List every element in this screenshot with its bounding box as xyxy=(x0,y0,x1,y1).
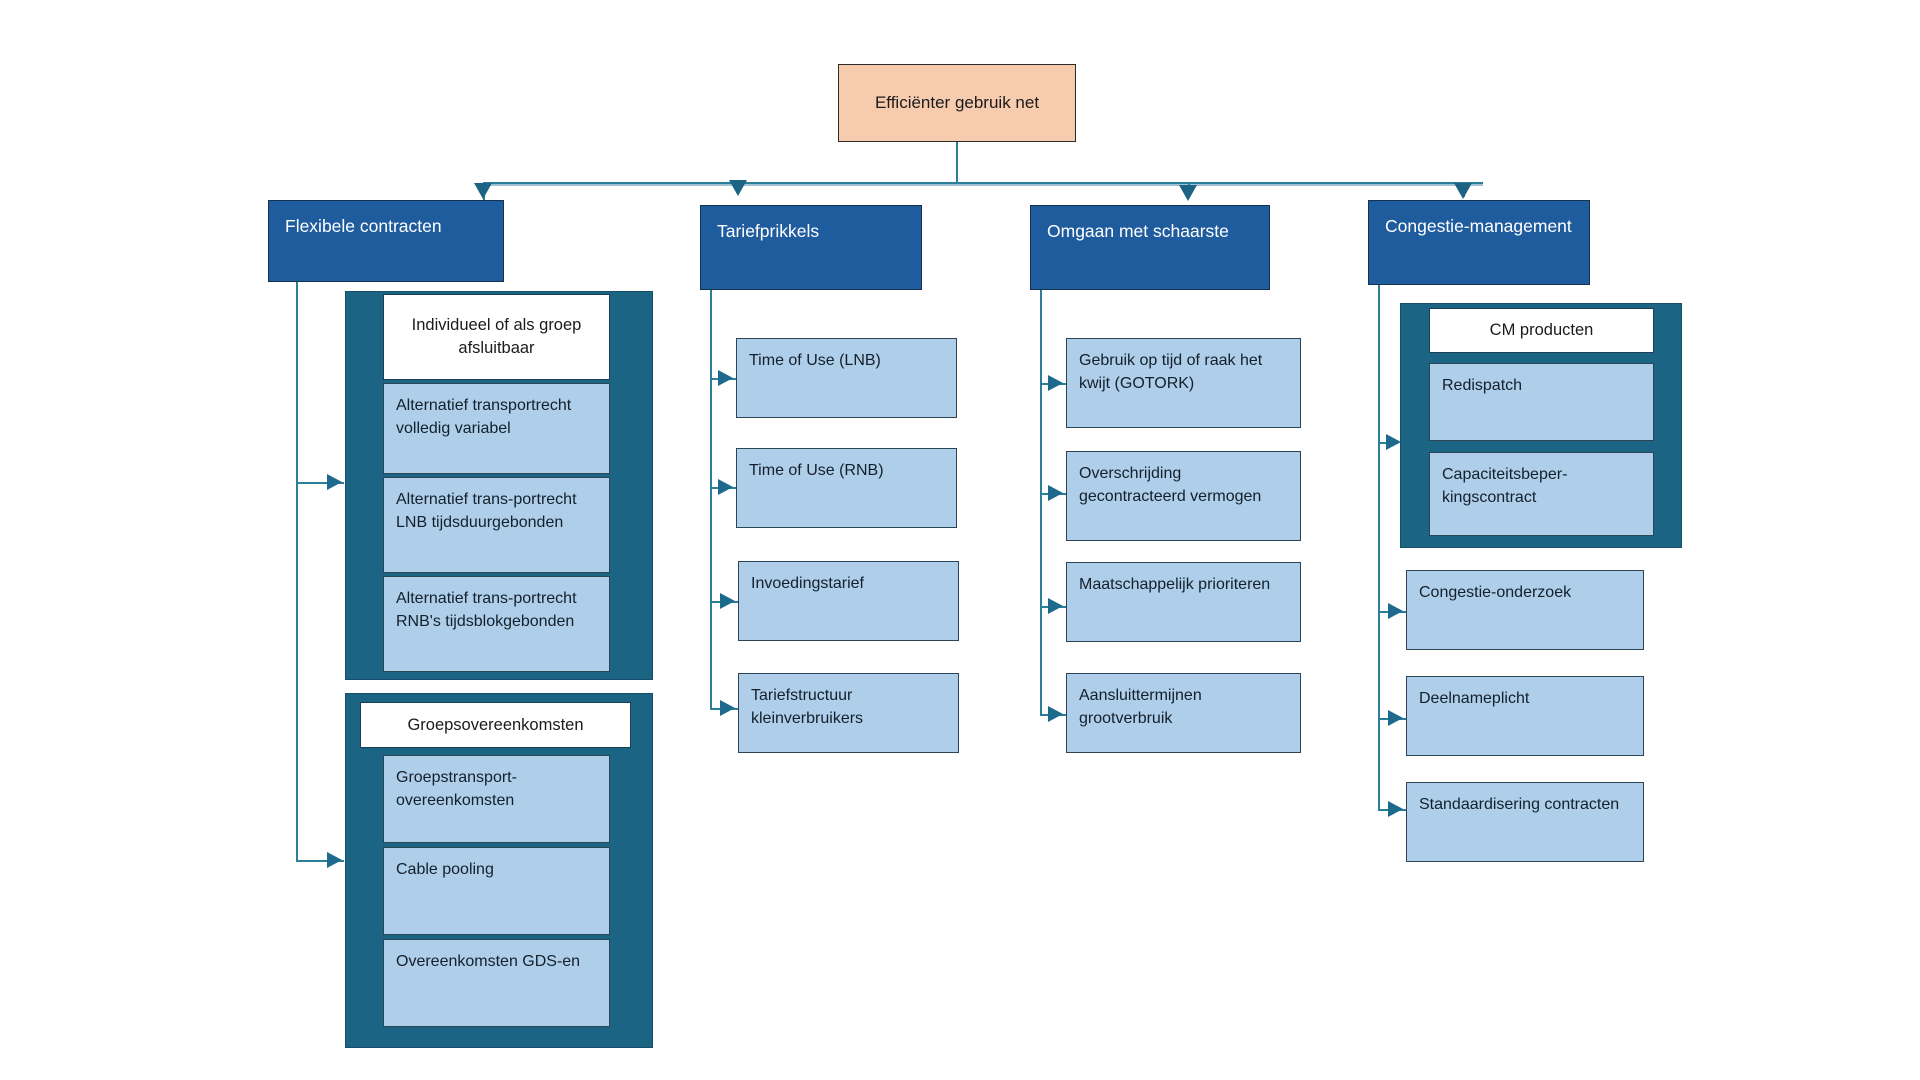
arrow-right-group-1 xyxy=(327,474,342,490)
pillar-1-branch-group-1 xyxy=(296,482,344,484)
arrow-right-schaarste-3 xyxy=(1048,598,1063,614)
pillar-3-spine xyxy=(1040,290,1042,715)
group-head-cm-producten[interactable]: CM producten xyxy=(1429,308,1654,353)
group-head-label: CM producten xyxy=(1489,321,1594,339)
leaf-aansluittermijnen-grootverbruik[interactable]: Aansluittermijnen grootverbruik xyxy=(1066,673,1301,753)
leaf-redispatch[interactable]: Redispatch xyxy=(1429,363,1654,441)
group-head-individueel-of-als-groep-afsluitbaar[interactable]: Individueel of als groep afsluitbaar xyxy=(383,294,610,380)
leaf-congestie-onderzoek[interactable]: Congestie-onderzoek xyxy=(1406,570,1644,650)
leaf-label: Congestie-onderzoek xyxy=(1419,584,1572,601)
leaf-cable-pooling[interactable]: Cable pooling xyxy=(383,847,610,935)
distribution-bus-edge xyxy=(483,182,1483,184)
arrow-right-cm-producten xyxy=(1386,434,1401,450)
leaf-standaardisering-contracten[interactable]: Standaardisering contracten xyxy=(1406,782,1644,862)
leaf-label: Alternatief transportrecht volledig vari… xyxy=(396,397,572,437)
pillar-header-tariefprikkels[interactable]: Tariefprikkels xyxy=(700,205,922,290)
leaf-label: Deelnameplicht xyxy=(1419,690,1530,707)
leaf-label: Time of Use (RNB) xyxy=(749,462,884,479)
arrow-right-deelnameplicht xyxy=(1388,710,1403,726)
leaf-gebruik-op-tijd-of-raak-het-kwijt[interactable]: Gebruik op tijd of raak het kwijt (GOTOR… xyxy=(1066,338,1301,428)
arrow-right-schaarste-1 xyxy=(1048,375,1063,391)
leaf-alternatief-transportrecht-lnb-tijdsduurgebonden[interactable]: Alternatief trans-portrecht LNB tijdsduu… xyxy=(383,477,610,573)
root-stem-line xyxy=(956,142,958,184)
pillar-header-flexibele-contracten[interactable]: Flexibele contracten xyxy=(268,200,504,282)
leaf-time-of-use-lnb[interactable]: Time of Use (LNB) xyxy=(736,338,957,418)
leaf-label: Alternatief trans-portrecht RNB's tijdsb… xyxy=(396,590,577,630)
leaf-tariefstructuur-kleinverbruikers[interactable]: Tariefstructuur kleinverbruikers xyxy=(738,673,959,753)
leaf-maatschappelijk-prioriteren[interactable]: Maatschappelijk prioriteren xyxy=(1066,562,1301,642)
leaf-overeenkomsten-gds-en[interactable]: Overeenkomsten GDS-en xyxy=(383,939,610,1027)
pillar-header-omgaan-met-schaarste[interactable]: Omgaan met schaarste xyxy=(1030,205,1270,290)
leaf-label: Gebruik op tijd of raak het kwijt (GOTOR… xyxy=(1079,352,1263,392)
group-head-label: Individueel of als groep afsluitbaar xyxy=(411,316,582,357)
arrow-right-tariefprikkels-4 xyxy=(720,700,735,716)
leaf-label: Alternatief trans-portrecht LNB tijdsduu… xyxy=(396,491,577,531)
leaf-capaciteitsbeperkingscontract[interactable]: Capaciteitsbeper-kingscontract xyxy=(1429,452,1654,536)
arrow-right-congestie-onderzoek xyxy=(1388,603,1403,619)
leaf-label: Overschrijding gecontracteerd vermogen xyxy=(1079,465,1262,505)
pillar-2-spine xyxy=(710,290,712,708)
pillar-1-branch-group-2 xyxy=(296,860,344,862)
leaf-label: Time of Use (LNB) xyxy=(749,352,881,369)
arrow-down-pillar-3 xyxy=(1179,185,1197,201)
leaf-label: Invoedingstarief xyxy=(751,575,864,592)
pillar-4-spine xyxy=(1378,285,1380,810)
leaf-label: Overeenkomsten GDS-en xyxy=(396,953,581,970)
arrow-right-schaarste-2 xyxy=(1048,485,1063,501)
leaf-label: Groepstransport-overeenkomsten xyxy=(396,769,517,809)
leaf-groepstransport-overeenkomsten[interactable]: Groepstransport-overeenkomsten xyxy=(383,755,610,843)
pillar-header-congestiemanagement[interactable]: Congestie-management xyxy=(1368,200,1590,285)
leaf-label: Cable pooling xyxy=(396,861,494,878)
arrow-right-tariefprikkels-1 xyxy=(718,370,733,386)
root-node-label: Efficiënter gebruik net xyxy=(874,93,1040,112)
leaf-label: Standaardisering contracten xyxy=(1419,796,1620,813)
pillar-1-spine xyxy=(296,282,298,862)
arrow-right-standaardisering-contracten xyxy=(1388,801,1403,817)
arrow-right-tariefprikkels-2 xyxy=(718,479,733,495)
root-node-efficienter-gebruik-net[interactable]: Efficiënter gebruik net xyxy=(838,64,1076,142)
pillar-header-label: Congestie-management xyxy=(1385,216,1572,236)
distribution-bus-line xyxy=(483,183,1483,186)
leaf-time-of-use-rnb[interactable]: Time of Use (RNB) xyxy=(736,448,957,528)
arrow-down-pillar-2 xyxy=(729,180,747,196)
leaf-alternatief-transportrecht-rnbs-tijdsblokgebonden[interactable]: Alternatief trans-portrecht RNB's tijdsb… xyxy=(383,576,610,672)
pillar-header-label: Flexibele contracten xyxy=(285,216,442,236)
arrow-down-pillar-1 xyxy=(474,183,492,199)
group-head-groepsovereenkomsten[interactable]: Groepsovereenkomsten xyxy=(360,702,631,748)
arrow-right-schaarste-4 xyxy=(1048,706,1063,722)
pillar-header-label: Tariefprikkels xyxy=(717,221,820,241)
group-head-label: Groepsovereenkomsten xyxy=(407,715,584,734)
leaf-overschrijding-gecontracteerd-vermogen[interactable]: Overschrijding gecontracteerd vermogen xyxy=(1066,451,1301,541)
arrow-right-tariefprikkels-3 xyxy=(720,593,735,609)
pillar-header-label: Omgaan met schaarste xyxy=(1047,221,1229,241)
arrow-down-pillar-4 xyxy=(1454,183,1472,199)
leaf-invoedingstarief[interactable]: Invoedingstarief xyxy=(738,561,959,641)
arrow-right-group-2 xyxy=(327,852,342,868)
leaf-alternatief-transportrecht-volledig-variabel[interactable]: Alternatief transportrecht volledig vari… xyxy=(383,383,610,474)
leaf-label: Capaciteitsbeper-kingscontract xyxy=(1442,466,1568,506)
leaf-label: Redispatch xyxy=(1442,377,1523,394)
leaf-label: Tariefstructuur kleinverbruikers xyxy=(751,687,864,727)
leaf-label: Maatschappelijk prioriteren xyxy=(1079,576,1271,593)
leaf-deelnameplicht[interactable]: Deelnameplicht xyxy=(1406,676,1644,756)
leaf-label: Aansluittermijnen grootverbruik xyxy=(1079,687,1202,727)
